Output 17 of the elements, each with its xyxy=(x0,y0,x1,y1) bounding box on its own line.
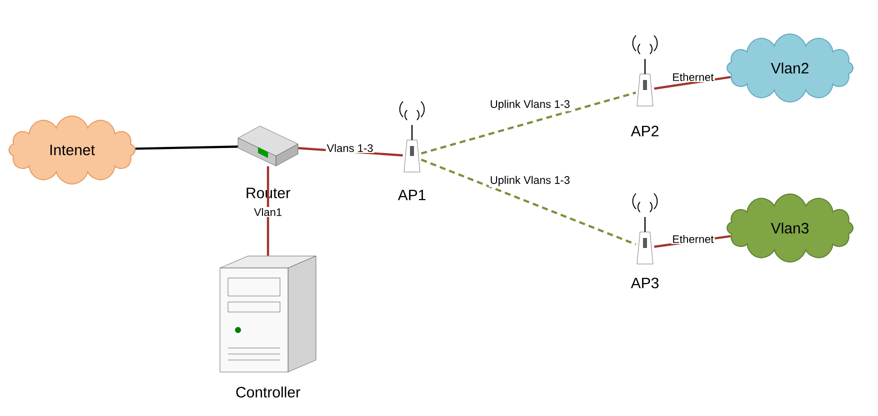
edge-label: Ethernet xyxy=(671,234,715,244)
node-label: AP2 xyxy=(630,124,660,138)
node-label: AP1 xyxy=(396,188,428,202)
connector-line xyxy=(135,146,238,150)
edge-label: Ethernet xyxy=(671,72,715,82)
edge-label: Uplink Vlans 1-3 xyxy=(488,174,572,188)
connector-line xyxy=(266,166,270,256)
edge-label: Vlan1 xyxy=(252,206,284,218)
edge-label: Uplink Vlans 1-3 xyxy=(488,98,572,112)
edge-label: Vlans 1-3 xyxy=(326,142,374,154)
cloud: Vlan2 xyxy=(726,34,854,102)
cloud: Intenet xyxy=(8,116,136,184)
connector-line xyxy=(420,158,636,246)
node-label: AP3 xyxy=(630,276,660,290)
node-label: Controller xyxy=(234,386,302,398)
connector-line xyxy=(420,92,636,154)
cloud: Vlan3 xyxy=(726,194,854,262)
